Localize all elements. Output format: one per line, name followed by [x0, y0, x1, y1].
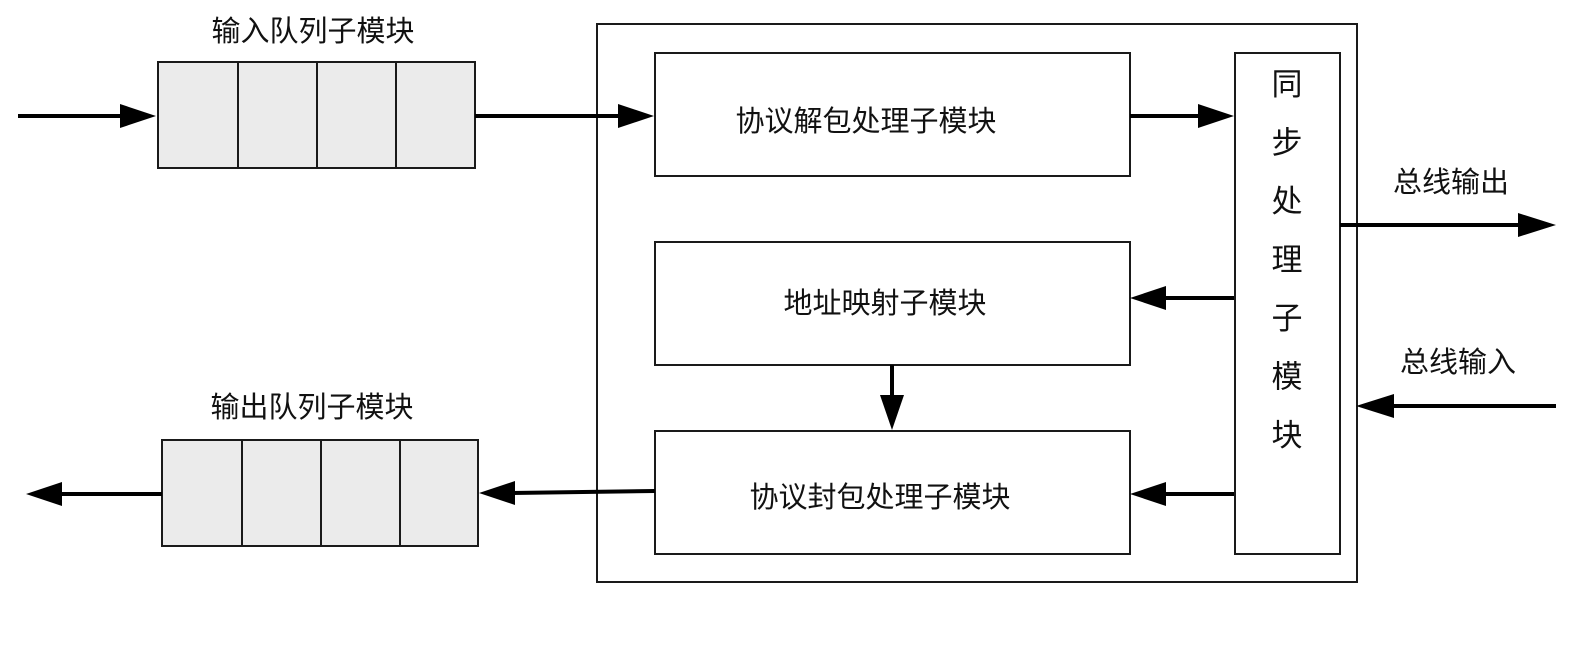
input-queue-cell	[395, 61, 476, 169]
bus-input-label: 总线输入	[1400, 345, 1516, 379]
input-queue-cell	[157, 61, 239, 169]
arrow-address-mapping-to-pack	[880, 365, 904, 430]
pack-module-box	[654, 430, 1131, 555]
sync-module-label: 同步处理子模块	[1272, 67, 1303, 454]
arrow-sync-to-address-mapping	[1130, 286, 1234, 310]
sync-module-label-char: 同	[1272, 67, 1303, 103]
sync-module-label-char: 处	[1272, 184, 1303, 220]
sync-module-label-char: 理	[1272, 243, 1303, 279]
sync-module-label-char: 步	[1272, 126, 1303, 162]
sync-module-label-char: 块	[1272, 418, 1303, 454]
input-queue-cell	[237, 61, 318, 169]
arrow-input-queue-to-unpack	[475, 104, 654, 128]
arrow-external-to-input-queue	[18, 104, 156, 128]
output-queue-cell	[241, 439, 322, 547]
pack-module-label: 协议封包处理子模块	[749, 480, 1010, 514]
connections	[18, 104, 1556, 506]
input-queue-cell	[316, 61, 397, 169]
output-queue-title: 输出队列子模块	[210, 390, 413, 424]
arrow-sync-to-bus-output	[1340, 213, 1556, 237]
output-queue-cell	[161, 439, 243, 547]
arrow-pack-to-output-queue	[479, 481, 656, 505]
sync-module-box	[1234, 52, 1341, 555]
address-mapping-module-box	[654, 241, 1131, 366]
input-queue-title: 输入队列子模块	[211, 14, 414, 48]
output-queue	[161, 439, 479, 547]
bus-output-label: 总线输出	[1393, 165, 1509, 199]
unpack-module-label: 协议解包处理子模块	[735, 104, 996, 138]
input-queue	[157, 61, 476, 169]
sync-module-label-char: 子	[1272, 301, 1303, 337]
output-queue-cell	[320, 439, 401, 547]
arrow-unpack-to-sync	[1130, 104, 1234, 128]
unpack-module-box	[654, 52, 1131, 177]
output-queue-cell	[399, 439, 479, 547]
sync-module-label-char: 模	[1272, 360, 1303, 396]
address-mapping-module-label: 地址映射子模块	[783, 286, 986, 320]
arrow-sync-to-pack	[1130, 482, 1234, 506]
arrow-output-queue-to-external	[26, 482, 162, 506]
arrow-bus-input-to-sync	[1356, 394, 1556, 418]
